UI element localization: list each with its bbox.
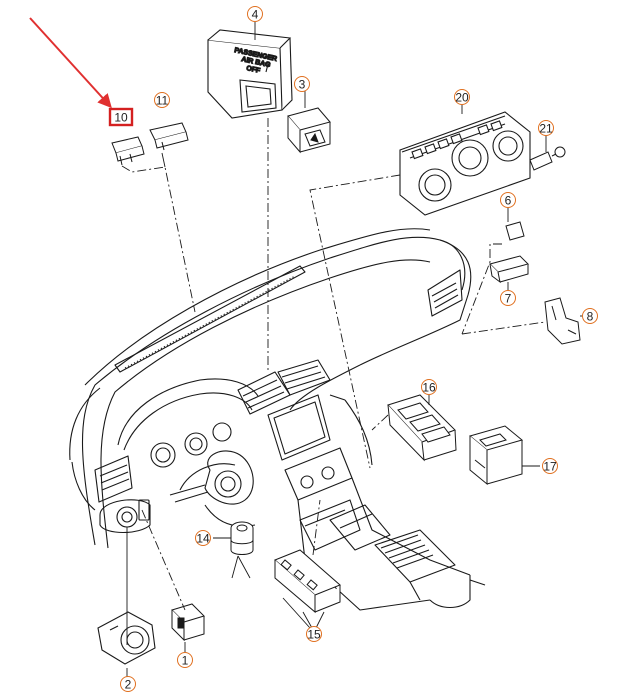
part-16-switch-block xyxy=(387,394,457,462)
part-1-switch xyxy=(171,603,205,642)
callout-circle xyxy=(306,626,322,642)
callout-circle xyxy=(177,652,193,668)
callout-number: 4 xyxy=(252,8,259,22)
callout-15: 15 xyxy=(306,626,322,642)
callouts: 1 2 3 4 6 7 8 10 11 14 15 16 17 20 21 xyxy=(114,6,598,692)
callout-circle xyxy=(538,120,554,136)
callout-3: 3 xyxy=(294,76,310,92)
callout-circle xyxy=(247,6,263,22)
callout-circle xyxy=(582,308,598,324)
callout-number: 8 xyxy=(587,310,594,324)
part-11-cap xyxy=(149,122,189,151)
callout-21: 21 xyxy=(538,120,554,136)
callout-number: 11 xyxy=(156,94,169,108)
callout-16: 16 xyxy=(421,379,437,395)
callout-8: 8 xyxy=(582,308,598,324)
callout-number: 7 xyxy=(505,292,512,306)
callout-circle xyxy=(454,89,470,105)
part-15-switch-row xyxy=(274,549,341,614)
callout-number: 3 xyxy=(299,78,306,92)
callout-circle xyxy=(542,458,558,474)
callout-number: 15 xyxy=(307,628,321,642)
callout-circle xyxy=(195,530,211,546)
callout-number: 21 xyxy=(539,122,553,136)
callout-2: 2 xyxy=(120,676,136,692)
callout-circle xyxy=(154,92,170,108)
dashboard-body xyxy=(69,228,486,611)
part-17-switch xyxy=(468,425,524,486)
callout-6: 6 xyxy=(500,192,516,208)
callout-circle xyxy=(500,192,516,208)
callout-number: 20 xyxy=(455,91,469,105)
callout-17: 17 xyxy=(542,458,558,474)
highlight-box-10 xyxy=(108,107,134,127)
part-4-text-line3: OFF xyxy=(246,65,262,75)
callout-10: 10 xyxy=(114,111,128,125)
callout-circle xyxy=(500,290,516,306)
callout-11: 11 xyxy=(154,92,170,108)
callout-number: 6 xyxy=(505,194,512,208)
callout-14: 14 xyxy=(195,530,211,546)
callout-7: 7 xyxy=(500,290,516,306)
part-3-hazard-switch xyxy=(287,107,331,154)
callout-number: 16 xyxy=(422,381,436,395)
callout-number: 17 xyxy=(543,460,557,474)
callout-circle xyxy=(421,379,437,395)
callout-number: 2 xyxy=(125,678,132,692)
part-14-socket xyxy=(230,521,254,555)
part-8-bracket xyxy=(544,297,581,345)
part-4-airbag-housing: PASSENGER AIR BAG OFF xyxy=(207,29,293,119)
callout-number: 14 xyxy=(196,532,210,546)
part-2-light-switch xyxy=(97,611,156,665)
callout-number: 10 xyxy=(114,111,128,125)
leader-lines xyxy=(121,22,588,678)
part-6-cover xyxy=(505,221,525,241)
part-10-clip xyxy=(111,136,145,166)
part-20-climate-panel xyxy=(399,111,531,216)
callout-number: 1 xyxy=(182,654,189,668)
part-7-switch xyxy=(489,255,529,284)
part-21-bulb xyxy=(529,146,566,171)
callout-20: 20 xyxy=(454,89,470,105)
callout-1: 1 xyxy=(177,652,193,668)
callout-circle xyxy=(294,76,310,92)
pointer-arrow xyxy=(29,17,112,109)
callout-4: 4 xyxy=(247,6,263,22)
callout-circle xyxy=(120,676,136,692)
